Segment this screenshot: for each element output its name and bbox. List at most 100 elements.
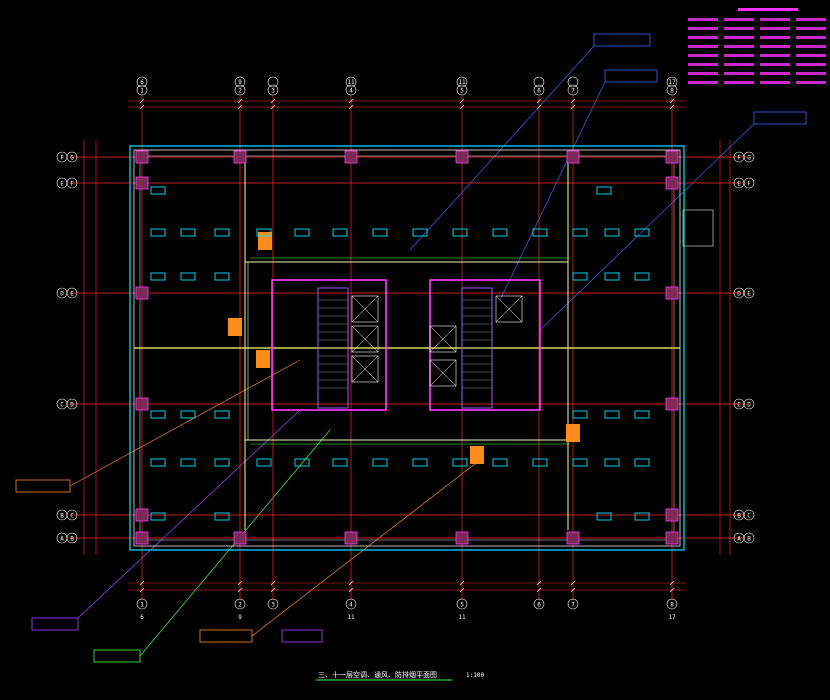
axis-number-bottom: 6 bbox=[537, 602, 541, 609]
curtain-wall bbox=[129, 145, 685, 551]
legend-cell bbox=[724, 63, 754, 66]
axis-bubble bbox=[533, 76, 545, 88]
axis-bubble bbox=[345, 76, 357, 88]
diffuser bbox=[572, 410, 588, 419]
diffuser bbox=[332, 228, 348, 237]
axis-secondary-top: 9 bbox=[238, 79, 242, 86]
dim-tick bbox=[669, 580, 675, 586]
axis-bubble bbox=[666, 76, 678, 88]
dim-tick bbox=[237, 104, 243, 110]
elevator-x bbox=[351, 325, 379, 353]
axis-letter-left: F bbox=[70, 181, 74, 188]
diffuser bbox=[452, 228, 468, 237]
diffuser bbox=[214, 512, 230, 521]
column bbox=[566, 150, 580, 164]
axis-secondary-bottom: 17 bbox=[668, 614, 676, 621]
axis-letter-left: B bbox=[70, 536, 74, 543]
note-box bbox=[93, 649, 141, 663]
diffuser bbox=[214, 228, 230, 237]
legend-cell bbox=[688, 36, 718, 39]
axis-bubble bbox=[234, 76, 246, 88]
legend-cell bbox=[796, 63, 826, 66]
diffuser bbox=[150, 410, 166, 419]
elevator-x bbox=[351, 355, 379, 383]
column bbox=[665, 176, 679, 190]
dim-tick bbox=[459, 98, 465, 104]
legend-cell bbox=[760, 81, 790, 84]
dim-tick bbox=[669, 587, 675, 593]
axis-bubble-right bbox=[743, 509, 755, 521]
axis-bubble-bottom bbox=[533, 598, 545, 610]
axis-bubble-top bbox=[267, 84, 279, 96]
legend-cell bbox=[796, 54, 826, 57]
axis-number-top: 4 bbox=[349, 88, 353, 95]
structural-columns bbox=[135, 150, 679, 545]
axis-letter-right: C bbox=[747, 513, 751, 520]
axis-number-bottom: 3 bbox=[271, 602, 275, 609]
drawing-title: 三、十一层空调、通风、防排烟平面图 bbox=[318, 670, 437, 679]
dim-tick bbox=[139, 104, 145, 110]
dim-tick bbox=[459, 580, 465, 586]
dim-tick bbox=[237, 580, 243, 586]
axis-letter-right: B bbox=[747, 536, 751, 543]
duct-riser bbox=[258, 232, 272, 250]
axis-letter-right: D bbox=[747, 402, 751, 409]
axis-bubble-bottom bbox=[136, 598, 148, 610]
axis-number-bottom: 1 bbox=[140, 602, 144, 609]
elevator-x bbox=[429, 325, 457, 353]
diffuser bbox=[634, 410, 650, 419]
column bbox=[135, 286, 149, 300]
axis-bubble-bottom bbox=[456, 598, 468, 610]
legend-title bbox=[738, 8, 798, 11]
leader-line bbox=[251, 459, 481, 637]
legend-cell bbox=[688, 45, 718, 48]
diffuser bbox=[572, 458, 588, 467]
dim-tick bbox=[536, 580, 542, 586]
axis-bubble-left bbox=[66, 287, 78, 299]
dim-tick bbox=[348, 104, 354, 110]
axis-secondary-bottom: 6 bbox=[140, 614, 144, 621]
axis-bubble-right bbox=[743, 532, 755, 544]
diffuser bbox=[256, 458, 272, 467]
column bbox=[135, 150, 149, 164]
balcony bbox=[682, 209, 714, 247]
diffuser bbox=[452, 458, 468, 467]
axis-number-bottom: 4 bbox=[349, 602, 353, 609]
diffuser bbox=[634, 228, 650, 237]
axis-letter-right: E bbox=[737, 181, 741, 188]
axis-letter-left: D bbox=[70, 402, 74, 409]
diffuser bbox=[634, 458, 650, 467]
legend-cell bbox=[688, 81, 718, 84]
legend-cell bbox=[688, 63, 718, 66]
axis-bubble-top bbox=[234, 84, 246, 96]
duct-riser bbox=[228, 318, 242, 336]
leader-line bbox=[409, 45, 595, 251]
axis-bubble-bottom bbox=[345, 598, 357, 610]
axis-bubble bbox=[267, 76, 279, 88]
axis-secondary-top: 11 bbox=[458, 79, 466, 86]
dim-tick bbox=[348, 98, 354, 104]
legend-cell bbox=[724, 54, 754, 57]
dim-tick bbox=[270, 587, 276, 593]
dim-tick bbox=[459, 104, 465, 110]
elevator-x bbox=[429, 359, 457, 387]
building-outline bbox=[129, 145, 714, 551]
axis-bubble-bottom bbox=[666, 598, 678, 610]
diffuser bbox=[634, 512, 650, 521]
column bbox=[665, 150, 679, 164]
axis-bubble-top bbox=[136, 84, 148, 96]
axis-bubble bbox=[567, 76, 579, 88]
legend-cell bbox=[796, 18, 826, 21]
diffuser bbox=[150, 272, 166, 281]
legend-cell bbox=[796, 36, 826, 39]
dim-tick bbox=[237, 98, 243, 104]
column bbox=[344, 150, 358, 164]
elevator-shaft bbox=[495, 295, 523, 323]
column bbox=[665, 397, 679, 411]
axis-letter-left: E bbox=[70, 291, 74, 298]
note-box bbox=[31, 617, 79, 631]
column bbox=[665, 531, 679, 545]
legend-cell bbox=[760, 36, 790, 39]
duct-riser bbox=[256, 350, 270, 368]
axis-letter-right: D bbox=[737, 291, 741, 298]
